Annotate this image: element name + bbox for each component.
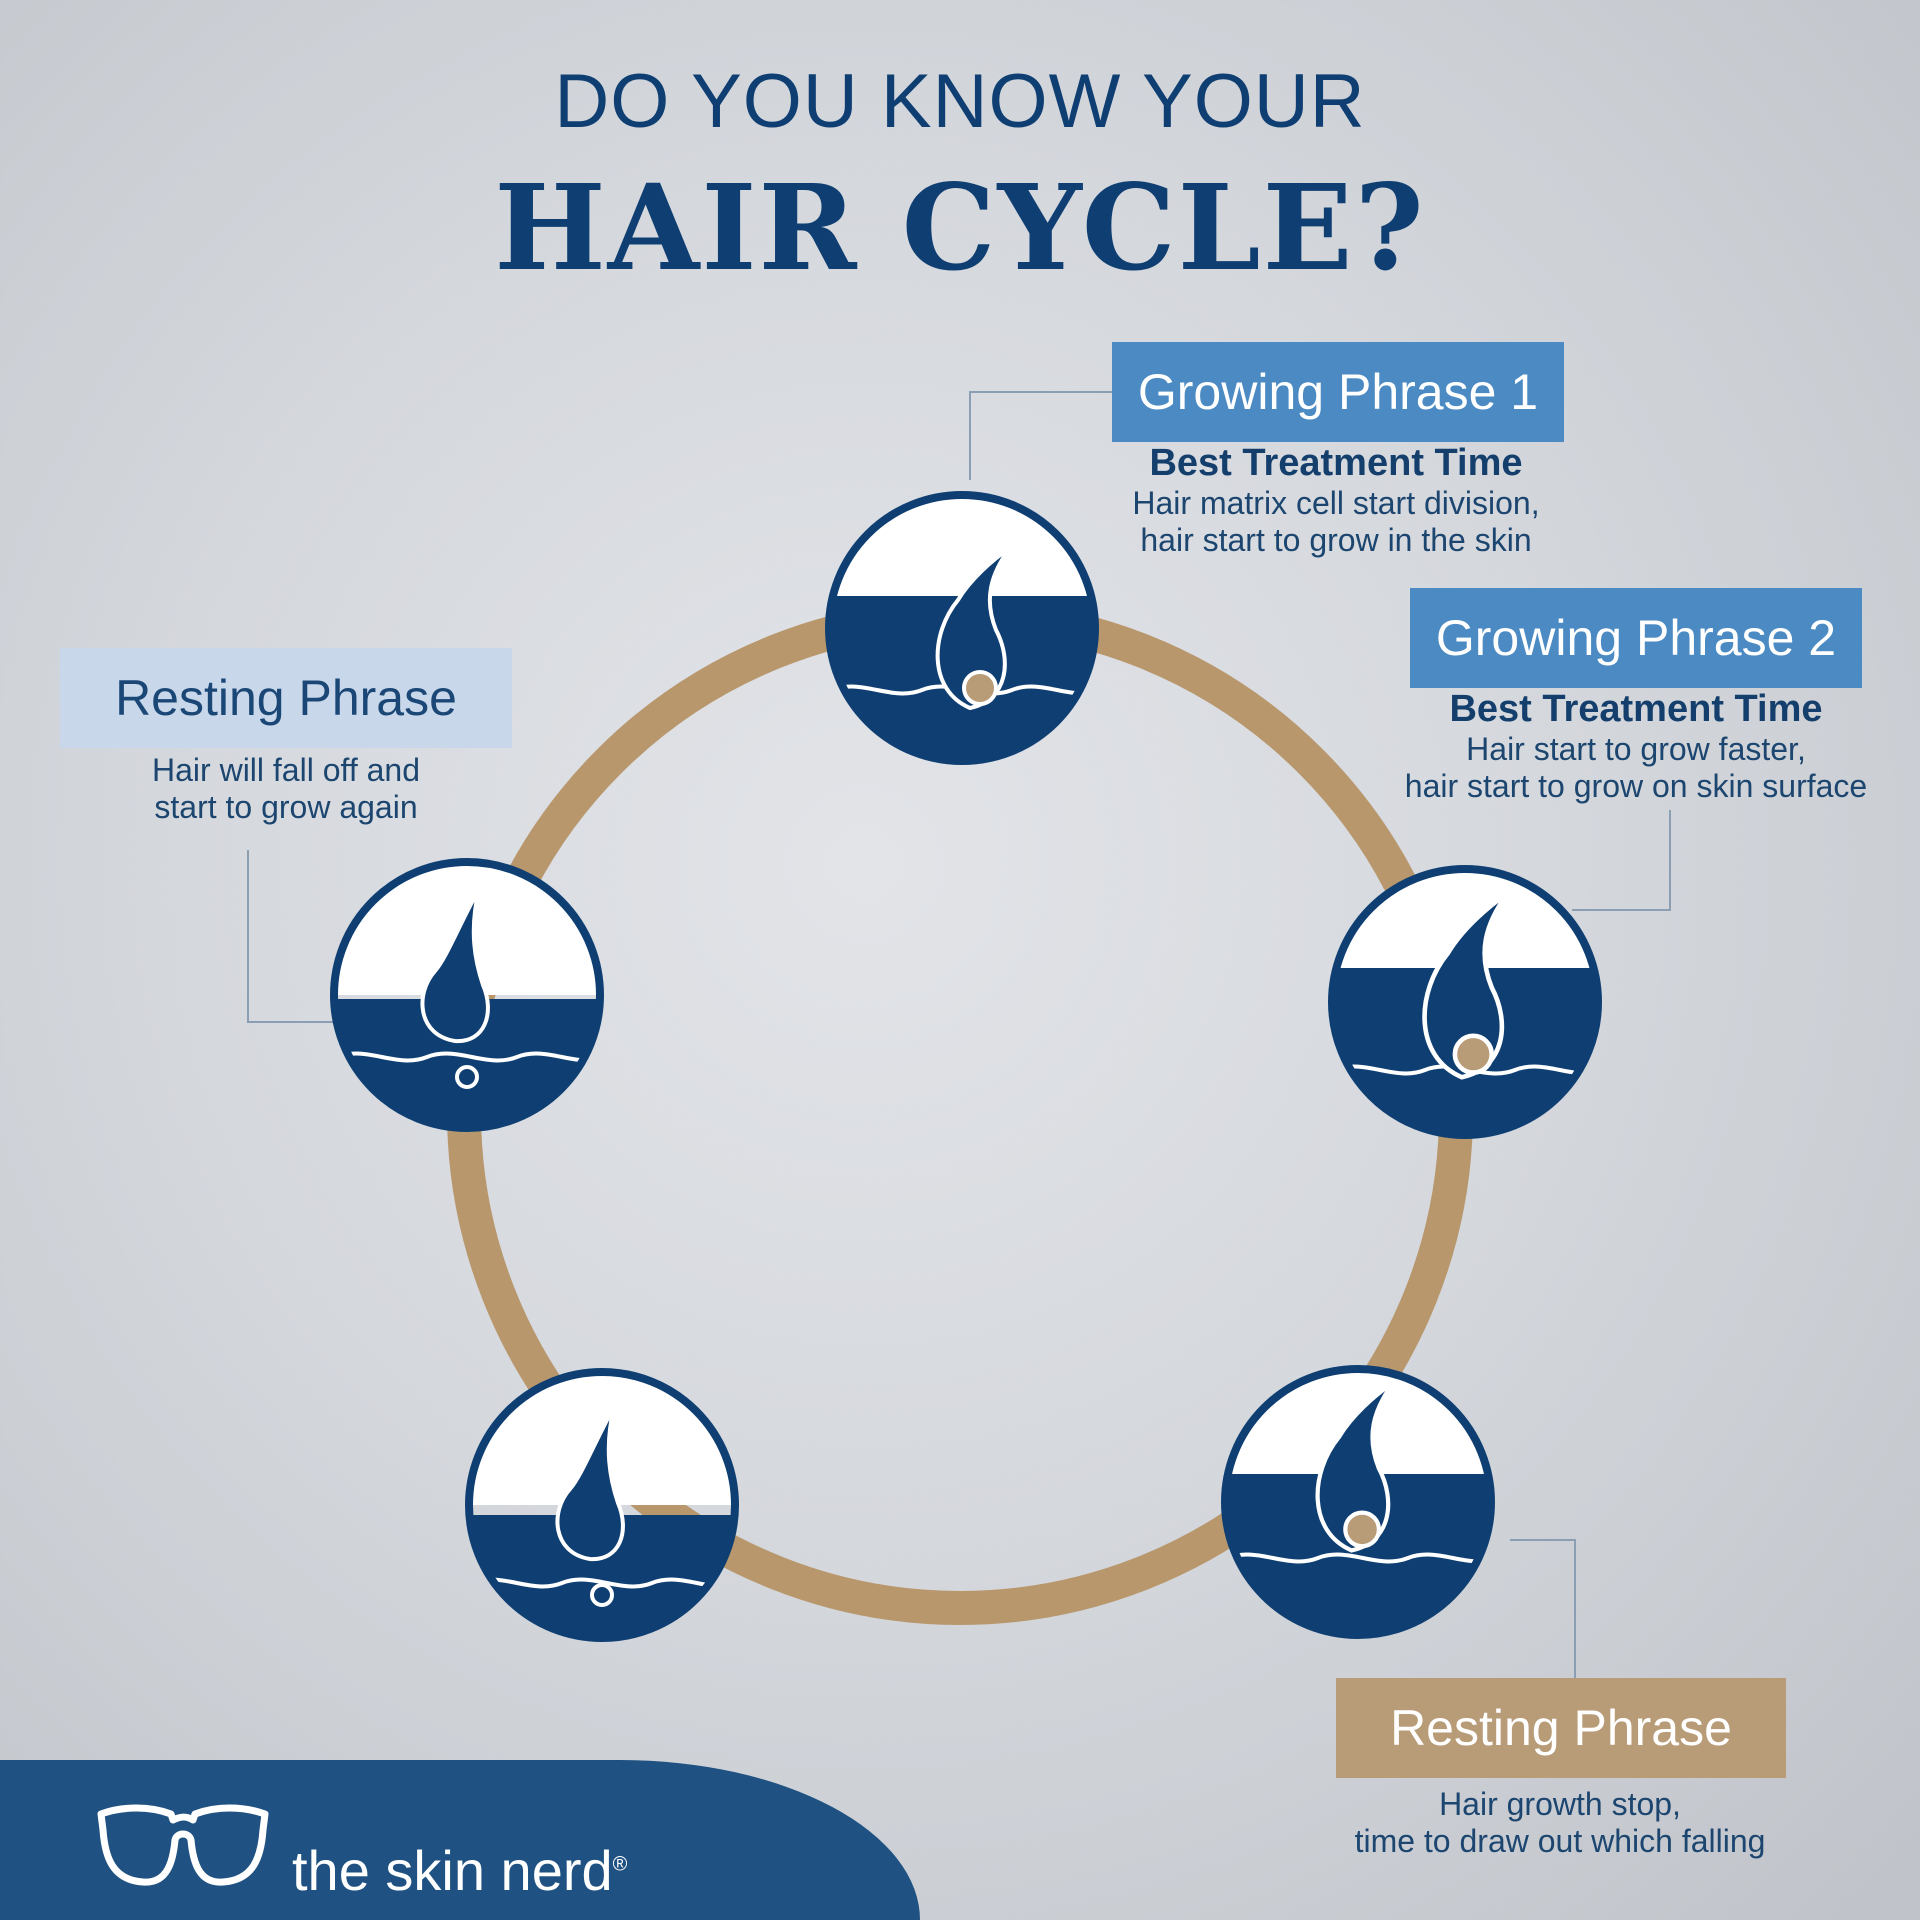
label-resting-phrase-right: Resting Phrase — [1336, 1678, 1786, 1778]
brand-text: the skin nerd — [292, 1839, 613, 1902]
desc-growing-1-line-2: hair start to grow in the skin — [1036, 522, 1636, 559]
connector-resting-right — [1510, 1540, 1575, 1680]
stage-circle-resting-bottom — [462, 1365, 742, 1695]
desc-resting-left-line-2: start to grow again — [0, 789, 572, 826]
desc-resting-left-line-1: Hair will fall off and — [0, 752, 572, 789]
subtitle-growing-2: Best Treatment Time — [1336, 688, 1920, 731]
stage-circle-resting-right — [1218, 1362, 1498, 1654]
label-growing-phrase-1: Growing Phrase 1 — [1112, 342, 1564, 442]
stage-circle-growing-2 — [1325, 862, 1605, 1148]
connector-growing-2 — [1572, 810, 1670, 910]
label-growing-phrase-2: Growing Phrase 2 — [1410, 588, 1862, 688]
desc-resting-right-line-1: Hair growth stop, — [1260, 1786, 1860, 1823]
label-resting-phrase-left: Resting Phrase — [60, 648, 512, 748]
desc-growing-1-line-1: Hair matrix cell start division, — [1036, 485, 1636, 522]
registered-mark: ® — [613, 1853, 628, 1875]
stage-circle-resting-left — [327, 855, 607, 1179]
glasses-logo-icon — [95, 1800, 270, 1900]
desc-resting-right-line-2: time to draw out which falling — [1260, 1823, 1860, 1860]
desc-growing-2-line-1: Hair start to grow faster, — [1336, 731, 1920, 768]
desc-growing-2-line-2: hair start to grow on skin surface — [1336, 768, 1920, 805]
subtitle-growing-1: Best Treatment Time — [1036, 442, 1636, 485]
connector-resting-left — [248, 850, 335, 1022]
brand-name: the skin nerd® — [292, 1838, 627, 1903]
